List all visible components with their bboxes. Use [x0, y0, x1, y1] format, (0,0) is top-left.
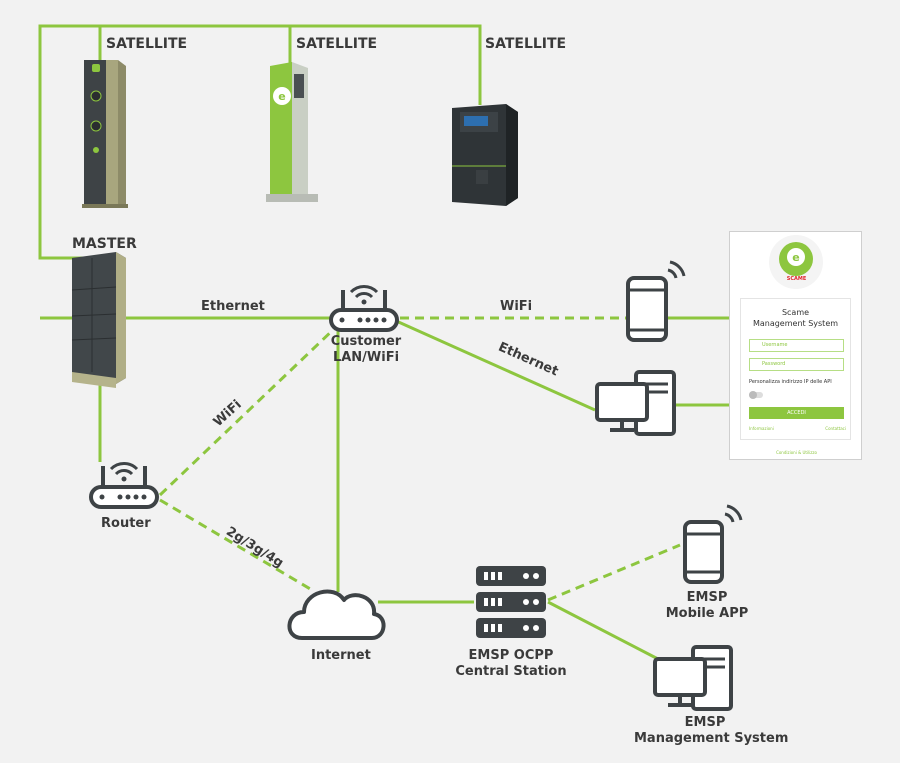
footer-link[interactable]: Condizioni & Utilizzo [776, 450, 817, 455]
svg-text:e: e [278, 90, 285, 103]
router-label: Router [101, 516, 151, 531]
brand-text: SCAME [786, 276, 807, 282]
satellite-bus-link [38, 24, 482, 260]
satellite-3-label: SATELLITE [485, 36, 567, 52]
scame-logo-icon: e [769, 235, 823, 289]
management-system-label: EMSP Management System [634, 715, 789, 747]
login-title-1: Scame [781, 308, 810, 317]
login-title-2: Management System [752, 319, 839, 328]
svg-text:e: e [792, 251, 799, 264]
master-charger-icon [71, 252, 126, 388]
satellite-1-label: SATELLITE [106, 36, 188, 52]
cloud-icon [287, 589, 386, 640]
mobile-app-label: EMSP Mobile APP [662, 590, 752, 622]
server-stack-icon [476, 566, 546, 638]
login-panel: e SCAME Scame Management System Username… [729, 231, 862, 460]
router-icon [89, 462, 159, 509]
central-station-label: EMSP OCPP Central Station [452, 648, 570, 680]
ethernet-label: Ethernet [201, 299, 265, 314]
emsp-mobile-icon [683, 504, 743, 584]
customer-lan-line-2: LAN/WiFi [332, 350, 400, 365]
desktop-pc-icon [595, 370, 676, 436]
internet-label: Internet [311, 648, 371, 663]
satellite-1-charger-icon [82, 60, 128, 208]
ethernet-pc-link [393, 318, 596, 412]
central-station-line-2: Central Station [455, 664, 567, 679]
mobile-app-line-2: Mobile APP [665, 606, 749, 621]
management-line-1: EMSP [684, 715, 726, 730]
customer-router-icon [329, 285, 399, 332]
username-field[interactable]: Username [749, 339, 844, 352]
emsp-management-pc-icon [653, 645, 733, 711]
wifi-router-link [158, 326, 337, 497]
contact-link[interactable]: Contattaci [825, 426, 846, 431]
api-label: Personalizza indirizzo IP delle API [749, 379, 832, 385]
satellite-3-charger-icon [452, 104, 518, 206]
customer-lan-label: Customer LAN/WiFi [326, 334, 406, 366]
satellite-2-label: SATELLITE [296, 36, 378, 52]
wireless-links [158, 316, 681, 602]
master-label: MASTER [72, 236, 137, 252]
central-station-line-1: EMSP OCPP [468, 648, 554, 663]
satellite-2-charger-icon: e [266, 62, 318, 202]
info-link[interactable]: Informazioni [749, 426, 774, 431]
smartphone-icon [626, 260, 686, 342]
wifi-label: WiFi [500, 299, 533, 314]
login-form: Scame Management System Username Passwor… [740, 298, 851, 440]
mobile-app-line-1: EMSP [686, 590, 728, 605]
management-line-2: Management System [634, 731, 789, 746]
customer-lan-line-1: Customer [330, 334, 402, 349]
central-app-link [547, 543, 681, 602]
submit-button[interactable]: ACCEDI [749, 407, 844, 419]
api-toggle[interactable] [749, 391, 763, 399]
password-field[interactable]: Password [749, 358, 844, 371]
central-mgmt-link [547, 600, 661, 662]
